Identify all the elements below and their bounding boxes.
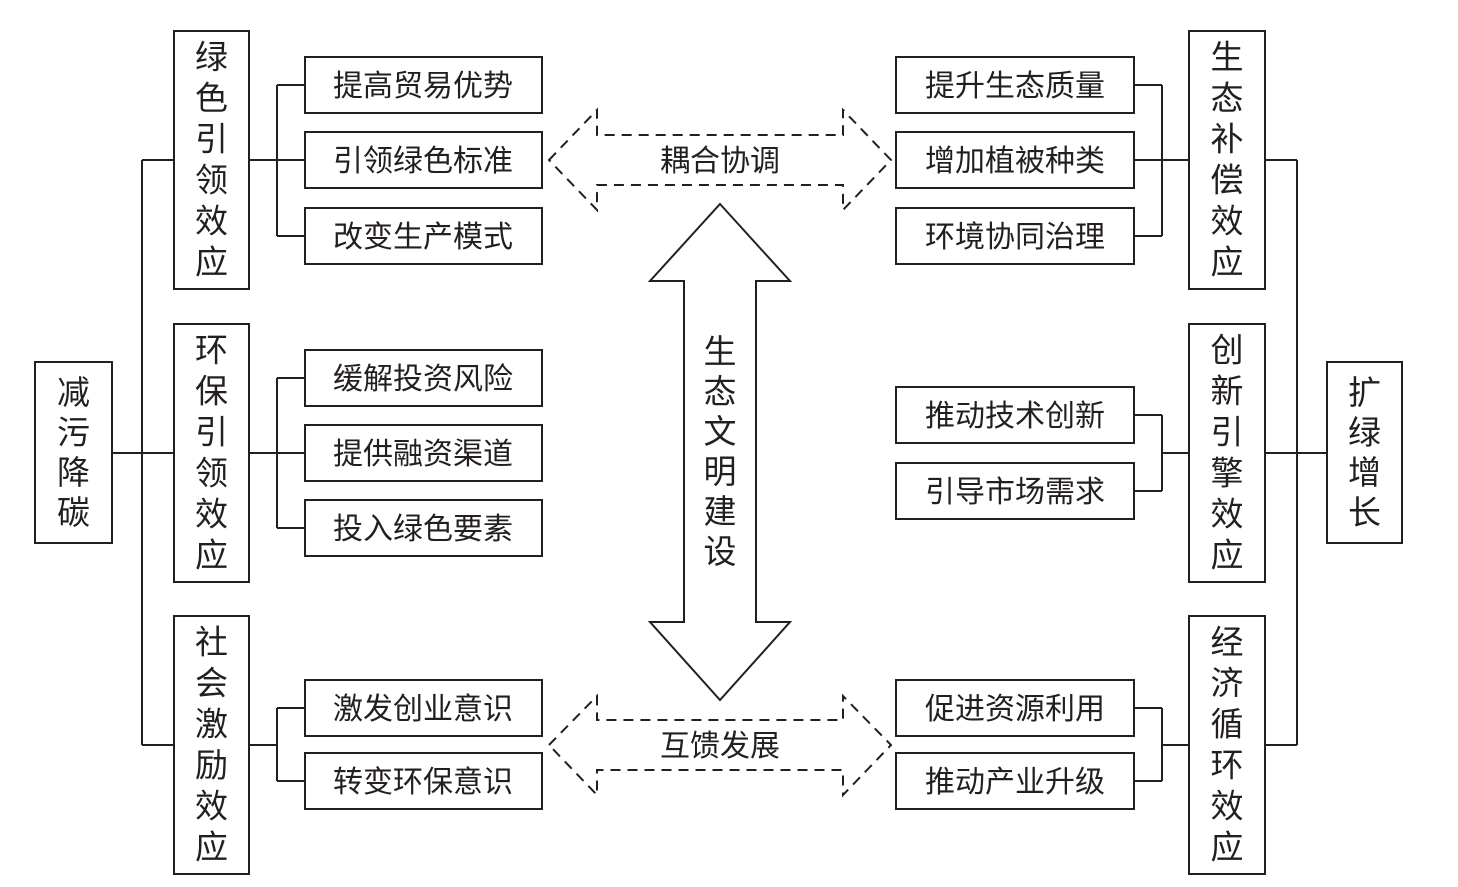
effect-label-eco-compensation: 生态补偿效应: [1211, 38, 1244, 282]
item-box: [304, 424, 543, 482]
effect-label-env-lead: 环保引领效应: [195, 331, 228, 575]
item-box: [304, 752, 543, 810]
item-box: [304, 207, 543, 265]
bottom-dashed-double-arrow: 互馈发展: [547, 693, 893, 798]
top-arrow-label: 耦合协调: [660, 144, 780, 179]
left-root: 减污降碳: [34, 361, 113, 544]
item-label: 促进资源利用: [925, 692, 1105, 727]
left-group-env: 环保引领效应 缓解投资风险 提供融资渠道 投入绿色要素: [173, 323, 543, 583]
item-box: [895, 462, 1135, 520]
item-label: 推动技术创新: [925, 399, 1105, 434]
left-root-label: 减污降碳: [57, 373, 90, 532]
right-group-eco: 生态补偿效应 提升生态质量 增加植被种类 环境协同治理: [895, 30, 1266, 290]
connectors-left: [112, 84, 305, 782]
item-label: 缓解投资风险: [333, 362, 513, 397]
right-root: 扩绿增长: [1326, 361, 1403, 544]
right-group-innovation: 创新引擎效应 推动技术创新 引导市场需求: [895, 323, 1266, 583]
connectors-right: [1134, 84, 1327, 782]
effect-label-social-incentive: 社会激励效应: [195, 623, 228, 867]
item-box: [304, 131, 543, 189]
left-group-social: 社会激励效应 激发创业意识 转变环保意识: [173, 615, 543, 875]
top-dashed-double-arrow: 耦合协调: [547, 107, 893, 213]
effect-label-economic-cycle: 经济循环效应: [1211, 623, 1244, 867]
item-box: [895, 386, 1135, 444]
right-root-label: 扩绿增长: [1348, 373, 1381, 532]
item-box: [895, 679, 1135, 737]
item-label: 引领绿色标准: [333, 144, 513, 179]
bottom-arrow-label: 互馈发展: [660, 729, 780, 764]
item-box: [895, 56, 1135, 114]
item-box: [895, 207, 1135, 265]
item-box: [895, 131, 1135, 189]
item-label: 转变环保意识: [333, 765, 513, 800]
effect-label-innovation-engine: 创新引擎效应: [1211, 331, 1244, 575]
item-label: 引导市场需求: [925, 475, 1105, 510]
item-label: 增加植被种类: [925, 144, 1105, 179]
item-box: [304, 349, 543, 407]
item-box: [304, 499, 543, 557]
left-group-green: 绿色引领效应 提高贸易优势 引领绿色标准 改变生产模式: [173, 30, 543, 290]
item-label: 提升生态质量: [925, 69, 1105, 104]
right-group-circular: 经济循环效应 促进资源利用 推动产业升级: [895, 615, 1266, 875]
item-label: 提供融资渠道: [333, 437, 513, 472]
item-label: 改变生产模式: [333, 220, 513, 255]
effect-label-green-lead: 绿色引领效应: [195, 38, 228, 282]
item-label: 推动产业升级: [925, 765, 1105, 800]
main-arrow-label: 生态文明建设: [704, 332, 737, 571]
item-label: 投入绿色要素: [333, 512, 513, 547]
item-label: 环境协同治理: [925, 220, 1105, 255]
item-box: [304, 679, 543, 737]
item-label: 提高贸易优势: [333, 69, 513, 104]
item-label: 激发创业意识: [333, 692, 513, 727]
main-vertical-double-arrow: 生态文明建设: [647, 202, 793, 702]
item-box: [304, 56, 543, 114]
item-box: [895, 752, 1135, 810]
